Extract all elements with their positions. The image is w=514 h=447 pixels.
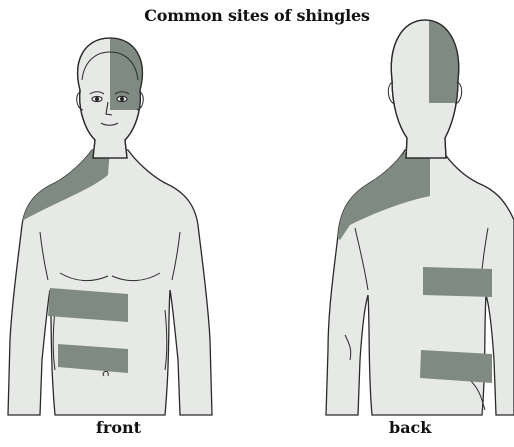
back-mid-affected-band: [423, 267, 492, 297]
front-figure: [0, 30, 212, 415]
back-lower-affected-band: [420, 350, 492, 383]
front-chest-affected-band: [48, 288, 128, 322]
back-figure: [320, 15, 514, 415]
front-torso: [8, 150, 212, 415]
front-view-label: front: [96, 418, 141, 437]
back-view-label: back: [389, 418, 431, 437]
back-head-affected-area: [429, 15, 469, 103]
